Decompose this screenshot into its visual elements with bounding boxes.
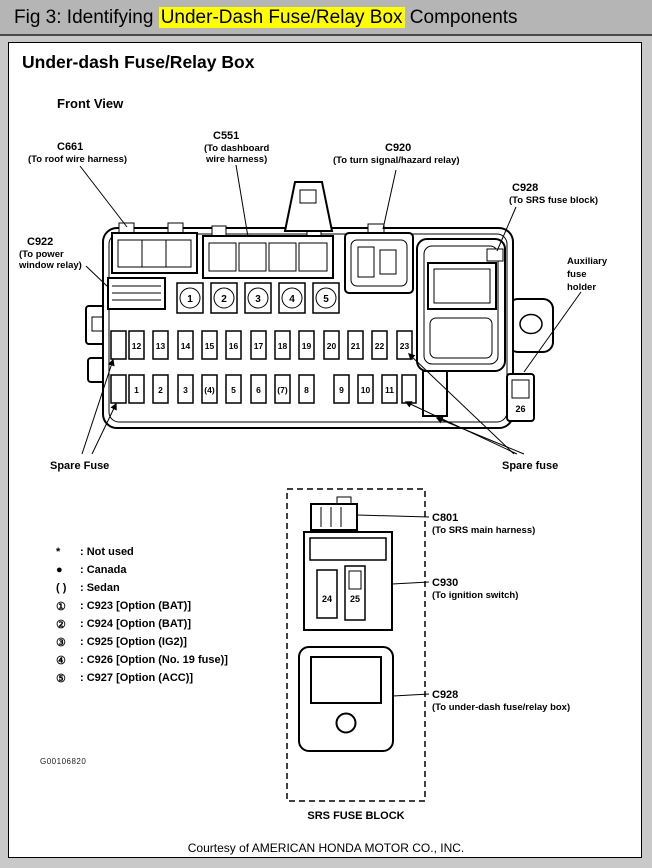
caption-highlight: Under-Dash Fuse/Relay Box bbox=[158, 7, 405, 28]
figure-caption-bar: Fig 3: Identifying Under-Dash Fuse/Relay… bbox=[0, 0, 652, 36]
courtesy-footer: Courtesy of AMERICAN HONDA MOTOR CO., IN… bbox=[187, 841, 465, 855]
legend-symbol: ④ bbox=[56, 654, 66, 667]
legend-item: ② : C924 [Option (BAT)] bbox=[56, 615, 228, 633]
legend-symbol: ⑤ bbox=[56, 672, 66, 685]
caption-suffix: Components bbox=[404, 7, 518, 28]
figure-id-code: G00106820 bbox=[40, 757, 87, 766]
legend-symbol: ● bbox=[56, 564, 63, 576]
legend-symbol: ③ bbox=[56, 636, 66, 649]
legend-symbol: ② bbox=[56, 618, 66, 631]
legend-item: ③ : C925 [Option (IG2)] bbox=[56, 633, 228, 651]
legend-item: ① : C923 [Option (BAT)] bbox=[56, 597, 228, 615]
legend-item: ● : Canada bbox=[56, 561, 228, 579]
diagram-title: Under-dash Fuse/Relay Box bbox=[22, 52, 255, 72]
legend: * : Not used ● : Canada ( ) : Sedan ① : … bbox=[56, 543, 228, 687]
legend-item: ⑤ : C927 [Option (ACC)] bbox=[56, 669, 228, 687]
caption-prefix: Fig 3: Identifying bbox=[14, 7, 159, 28]
legend-text: : Not used bbox=[80, 546, 134, 558]
figure-sheet bbox=[8, 42, 642, 858]
legend-text: : C926 [Option (No. 19 fuse)] bbox=[80, 654, 228, 666]
legend-text: : C923 [Option (BAT)] bbox=[80, 600, 192, 612]
legend-item: * : Not used bbox=[56, 543, 228, 561]
legend-symbol: ( ) bbox=[56, 582, 67, 594]
legend-item: ( ) : Sedan bbox=[56, 579, 228, 597]
legend-text: : Canada bbox=[80, 564, 127, 576]
legend-text: : C925 [Option (IG2)] bbox=[80, 636, 187, 648]
front-view-label: Front View bbox=[57, 96, 124, 111]
legend-symbol: * bbox=[56, 546, 61, 558]
legend-item: ④ : C926 [Option (No. 19 fuse)] bbox=[56, 651, 228, 669]
legend-text: : Sedan bbox=[80, 582, 120, 594]
legend-symbol: ① bbox=[56, 600, 66, 613]
legend-text: : C927 [Option (ACC)] bbox=[80, 672, 194, 684]
legend-text: : C924 [Option (BAT)] bbox=[80, 618, 192, 630]
